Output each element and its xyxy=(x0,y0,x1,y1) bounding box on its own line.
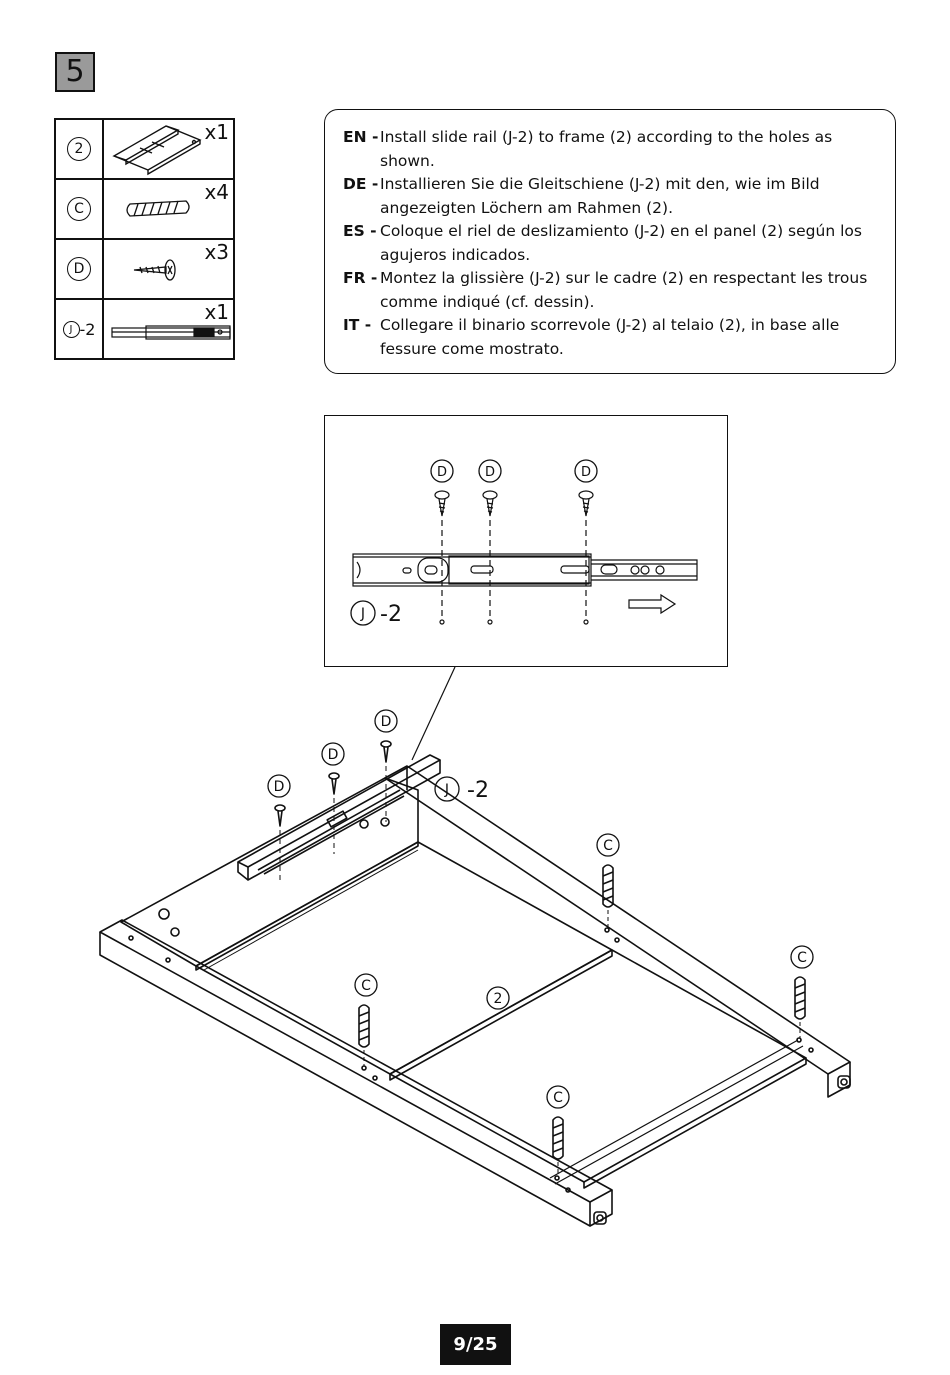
dowel-label: C xyxy=(790,945,814,969)
instruction-text: Coloque el riel de deslizamiento (J-2) e… xyxy=(380,222,862,264)
part-row-frame: 2 x1 xyxy=(54,118,235,180)
lang-code: IT - xyxy=(343,316,372,334)
dowel-label-text: C xyxy=(603,838,613,854)
screw-label: D xyxy=(478,459,502,483)
slide-rail-icon xyxy=(111,325,231,340)
lang-code: ES - xyxy=(343,222,377,240)
frame-label-text: 2 xyxy=(494,991,503,1007)
screw-icon xyxy=(434,490,450,517)
rail-label-letter: J xyxy=(360,606,365,622)
rail-label-suffix: -2 xyxy=(467,778,489,803)
slide-rail-icon xyxy=(237,754,441,881)
page-number: 9/25 xyxy=(440,1324,511,1365)
parts-list: 2 x1 C x4 xyxy=(54,118,235,360)
frame-label: 2 xyxy=(486,986,510,1010)
frame-left-rail xyxy=(99,919,613,1227)
screw-icon xyxy=(482,490,498,517)
screw-icon xyxy=(578,490,594,517)
lang-code: EN - xyxy=(343,128,379,146)
rail-label-letter: J xyxy=(444,782,449,798)
screw-icon xyxy=(133,259,176,281)
part-qty: x1 xyxy=(204,120,229,144)
cross-board xyxy=(195,841,613,1081)
screw-label: D xyxy=(574,459,598,483)
cross-board xyxy=(389,949,807,1189)
part-id-suffix: -2 xyxy=(79,320,96,339)
part-id: D xyxy=(67,257,91,281)
rail-label-suffix: -2 xyxy=(380,602,402,627)
screw-label: D xyxy=(374,709,398,733)
screw-label-text: D xyxy=(328,747,339,763)
slide-rail-icon xyxy=(352,553,698,587)
instruction-es: ES -Coloque el riel de deslizamiento (J-… xyxy=(343,220,885,267)
assembly-diagram: D D D C C C C 2 J -2 xyxy=(99,666,851,1227)
dowel-icon xyxy=(794,976,806,1038)
dowel-label: C xyxy=(354,973,378,997)
dowel-icon xyxy=(358,1004,370,1066)
screw-label-text: D xyxy=(381,714,392,730)
part-id: J xyxy=(62,321,80,338)
lang-code: DE - xyxy=(343,175,379,193)
detail-inset: D D D xyxy=(324,415,728,667)
step-number: 5 xyxy=(55,52,95,92)
instruction-it: IT - Collegare il binario scorrevole (J-2… xyxy=(343,314,885,361)
instruction-fr: FR -Montez la glissière (J-2) sur le cad… xyxy=(343,267,885,314)
part-id: C xyxy=(67,197,91,221)
dowel-icon xyxy=(552,1116,564,1176)
instruction-text: Collegare il binario scorrevole (J-2) al… xyxy=(380,316,840,358)
back-panel xyxy=(120,777,419,971)
part-qty: x1 xyxy=(204,300,229,324)
screw-icon xyxy=(380,740,392,763)
screw-icon xyxy=(274,804,286,827)
screw-label: D xyxy=(321,742,345,766)
lang-code: FR - xyxy=(343,269,378,287)
direction-arrow-icon xyxy=(628,593,677,615)
part-row-slide-rail: J-2 x1 xyxy=(54,298,235,360)
screw-label-text: D xyxy=(274,779,285,795)
screw-label: D xyxy=(267,774,291,798)
screw-icon xyxy=(328,772,340,795)
frame-right-rail xyxy=(384,765,851,1098)
dowel-icon xyxy=(126,200,190,217)
rail-label: J -2 xyxy=(434,776,489,803)
part-qty: x3 xyxy=(204,240,229,264)
part-id: 2 xyxy=(67,137,91,161)
screw-label-text: D xyxy=(437,465,447,480)
screw-label: D xyxy=(430,459,454,483)
part-row-dowel: C x4 xyxy=(54,178,235,240)
dowel-label: C xyxy=(596,833,620,857)
dowel-label-text: C xyxy=(553,1090,563,1106)
instruction-en: EN -Install slide rail (J-2) to frame (2… xyxy=(343,126,885,173)
instruction-text: Install slide rail (J-2) to frame (2) ac… xyxy=(380,128,833,170)
rail-label: J -2 xyxy=(350,600,402,627)
instruction-box: EN -Install slide rail (J-2) to frame (2… xyxy=(324,109,896,374)
screw-label-text: D xyxy=(581,465,591,480)
frame-icon xyxy=(112,125,202,176)
part-row-screw: D x3 xyxy=(54,238,235,300)
detail-diagram: D D D xyxy=(350,459,698,627)
instruction-text: Montez la glissière (J-2) sur le cadre (… xyxy=(380,269,868,311)
instruction-de: DE -Installieren Sie die Gleitschiene (J… xyxy=(343,173,885,220)
dowel-label-text: C xyxy=(797,950,807,966)
dowel-icon xyxy=(602,864,614,928)
dowel-label-text: C xyxy=(361,978,371,994)
screw-label-text: D xyxy=(485,465,495,480)
dowel-label: C xyxy=(546,1085,570,1109)
part-qty: x4 xyxy=(204,180,229,204)
instruction-text: Installieren Sie die Gleitschiene (J-2) … xyxy=(380,175,820,217)
